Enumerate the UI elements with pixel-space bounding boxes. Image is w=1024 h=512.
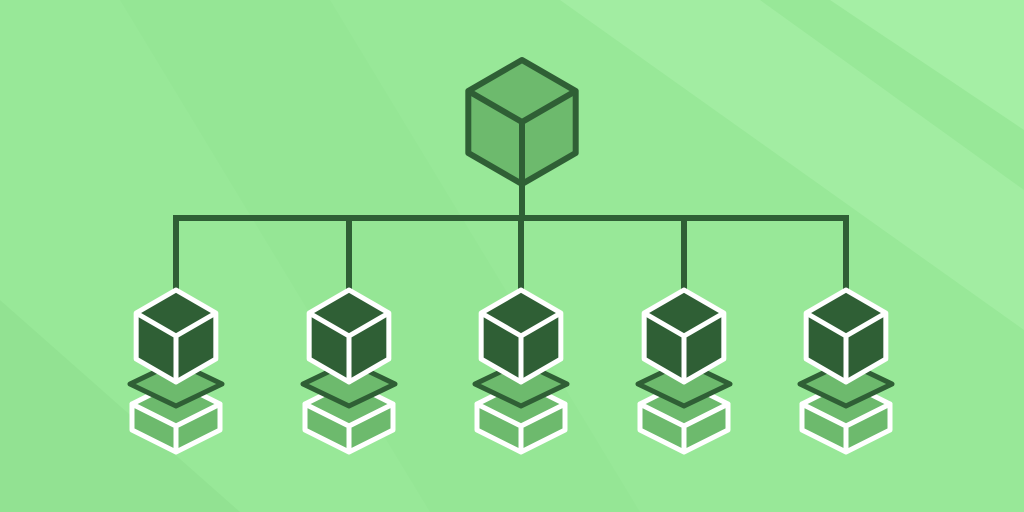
cube-icon <box>306 287 392 385</box>
child-node <box>472 287 570 455</box>
cube-icon <box>478 287 564 385</box>
cube-icon <box>803 287 889 385</box>
background-stripe <box>560 0 1024 330</box>
child-node <box>127 287 225 455</box>
background-stripe <box>0 300 240 512</box>
child-node <box>797 287 895 455</box>
root-node <box>465 57 579 187</box>
child-node <box>300 287 398 455</box>
background-stripe <box>830 0 1024 130</box>
cube-icon <box>465 57 579 187</box>
connector-lines <box>173 181 849 293</box>
cube-icon <box>133 287 219 385</box>
child-nodes <box>127 287 895 455</box>
child-node <box>635 287 733 455</box>
cube-icon <box>641 287 727 385</box>
